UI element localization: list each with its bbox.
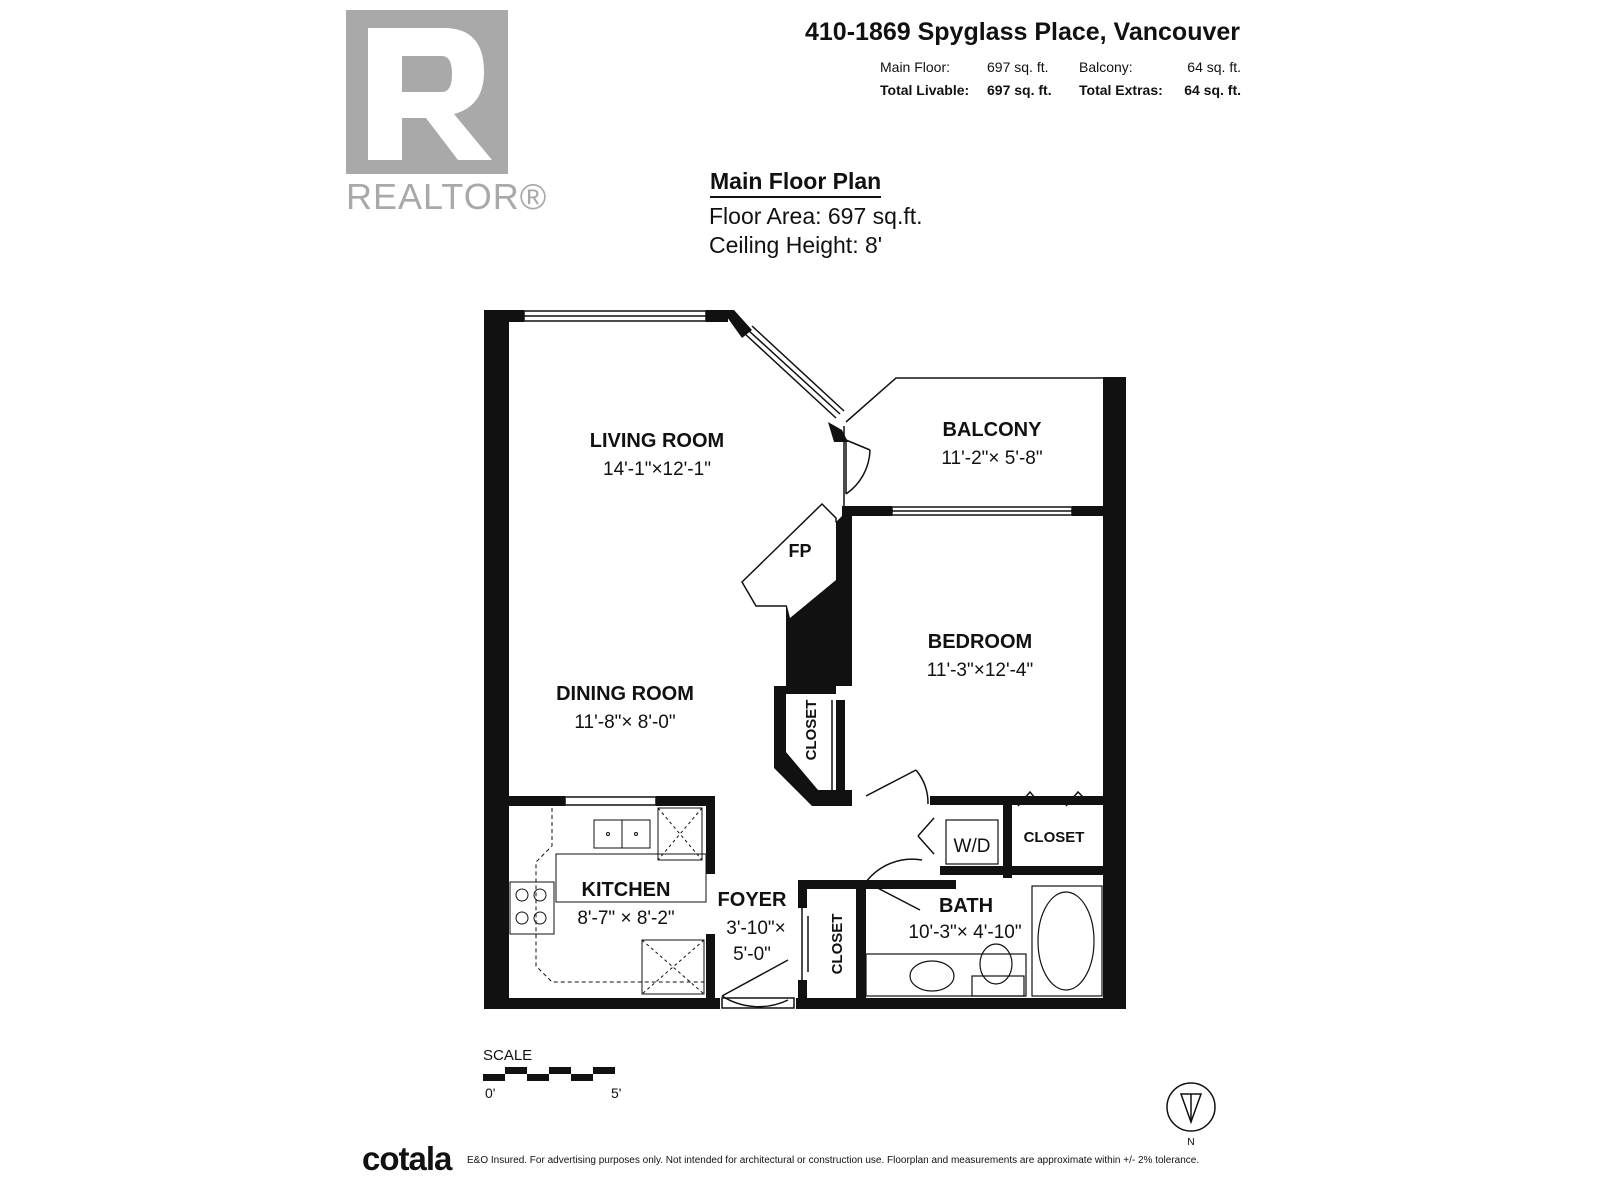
floor-area: Floor Area: 697 sq.ft. (709, 203, 923, 229)
total-extras-value: 64 sq. ft. (1184, 82, 1241, 98)
foyer-dims-1: 3'-10"× (726, 918, 786, 939)
washer-dryer-label: W/D (954, 836, 991, 857)
foyer-closet-label: CLOSET (829, 914, 846, 975)
scale-label: SCALE (483, 1047, 533, 1064)
windows (523, 310, 1073, 806)
living-room-label: LIVING ROOM (590, 430, 724, 452)
scale-start: 0' (485, 1085, 496, 1101)
total-extras-label: Total Extras: (1079, 82, 1163, 98)
bedroom-label: BEDROOM (928, 631, 1032, 653)
main-floor-value: 697 sq. ft. (987, 59, 1049, 75)
plan-title: Main Floor Plan (710, 168, 882, 198)
fireplace-label: FP (788, 541, 811, 561)
laundry: W/D (945, 819, 999, 865)
kitchen-dims: 8'-7" × 8'-2" (577, 908, 674, 929)
bath-dims: 10'-3"× 4'-10" (908, 922, 1021, 943)
scale-end: 5' (611, 1085, 622, 1101)
living-room-dims: 14'-1"×12'-1" (603, 459, 711, 480)
property-address: 410-1869 Spyglass Place, Vancouver (805, 18, 1240, 46)
balcony-value: 64 sq. ft. (1187, 59, 1241, 75)
total-livable-value: 697 sq. ft. (987, 82, 1052, 98)
dining-room-label: DINING ROOM (556, 683, 694, 705)
kitchen-fixtures (509, 807, 707, 995)
realtor-r-icon (346, 10, 508, 174)
realtor-logo (346, 10, 508, 174)
realtor-wordmark: REALTOR® (346, 176, 548, 217)
bath-fixtures (865, 885, 1103, 997)
foyer-label: FOYER (718, 889, 787, 911)
kitchen-label: KITCHEN (582, 879, 671, 901)
total-livable-label: Total Livable: (880, 82, 970, 98)
scale-bar (483, 1067, 615, 1081)
balcony-label: Balcony: (1079, 59, 1133, 75)
ceiling-height: Ceiling Height: 8' (709, 232, 883, 258)
fireplace: FP (741, 502, 837, 618)
foyer-dims-2: 5'-0" (733, 944, 771, 965)
doors (721, 439, 1091, 1009)
cotala-logo: cotala (362, 1140, 452, 1177)
plan-info: Floor Area: 697 sq.ft. Ceiling Height: 8… (709, 202, 923, 260)
disclaimer: E&O Insured. For advertising purposes on… (467, 1155, 1200, 1166)
balcony-dims: 11'-2"× 5'-8" (941, 448, 1042, 469)
compass-icon (1166, 1082, 1216, 1132)
main-floor-label: Main Floor: (880, 59, 951, 75)
compass-north-label: N (1187, 1137, 1194, 1148)
bedroom-closet-label: CLOSET (803, 700, 820, 761)
hall-closet-label: CLOSET (1024, 829, 1085, 846)
bedroom-dims: 11'-3"×12'-4" (927, 660, 1034, 681)
balcony-label-text: BALCONY (943, 419, 1043, 441)
area-summary: Main Floor: 697 sq. ft. Balcony: 64 sq. … (880, 56, 1241, 102)
dining-room-dims: 11'-8"× 8'-0" (574, 712, 675, 733)
balcony-outline (843, 377, 1103, 506)
bath-label: BATH (939, 895, 993, 917)
